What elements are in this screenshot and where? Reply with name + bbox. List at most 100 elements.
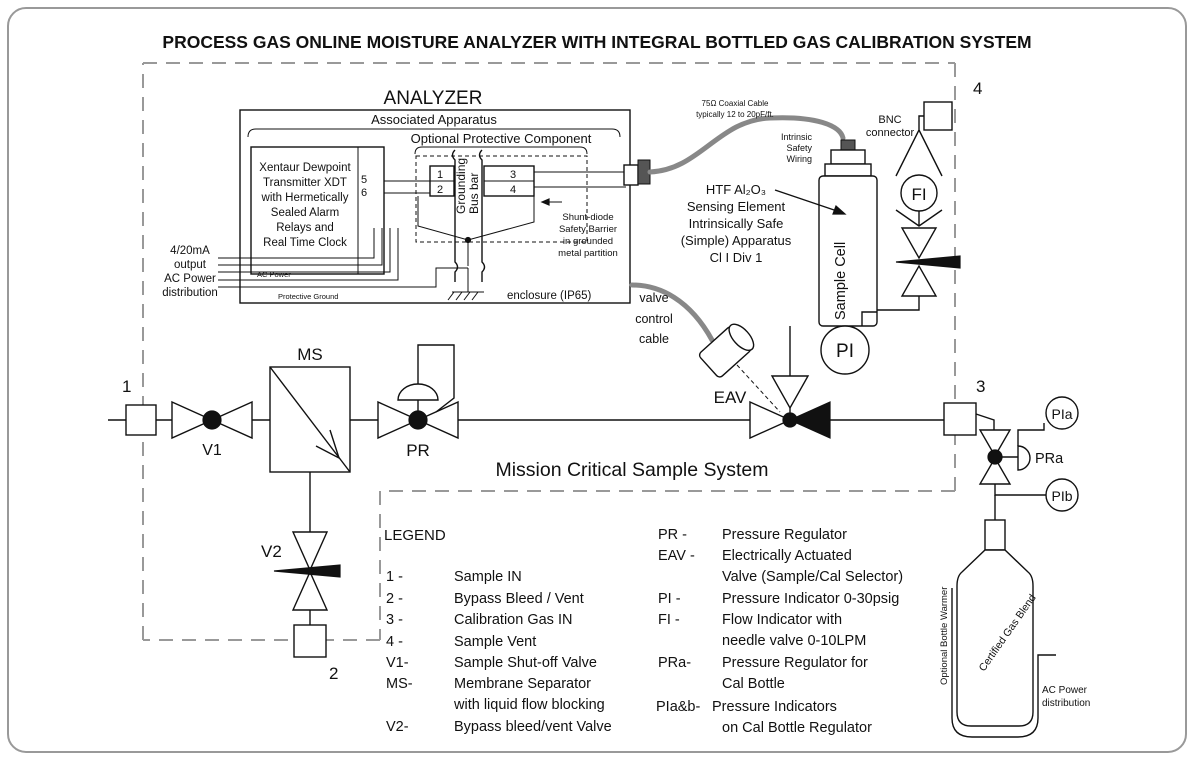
svg-text:distribution: distribution <box>162 287 218 299</box>
eav-valve <box>749 400 792 440</box>
eav-label: EAV <box>714 388 747 407</box>
svg-text:cable: cable <box>639 332 669 346</box>
svg-text:Safety: Safety <box>786 143 812 153</box>
svg-text:Wiring: Wiring <box>786 154 812 164</box>
legend-key: V2- <box>386 719 409 735</box>
output-label: 4/20mA output AC Power distribution <box>162 245 218 299</box>
transmitter-text: Xentaur Dewpoint Transmitter XDT with He… <box>259 162 351 249</box>
diagram-title: PROCESS GAS ONLINE MOISTURE ANALYZER WIT… <box>162 32 1031 52</box>
svg-text:4/20mA: 4/20mA <box>170 245 210 257</box>
svg-text:connector: connector <box>866 127 915 139</box>
grounding-bus-bar <box>451 149 486 282</box>
fi-label: FI <box>911 185 926 204</box>
ground-symbol <box>447 291 484 301</box>
legend-key: 3 - <box>386 612 403 628</box>
coax-cable <box>647 115 846 175</box>
legend-key: 1 - <box>386 569 403 585</box>
pra-label: PRa <box>1035 451 1064 467</box>
svg-text:(Simple) Apparatus: (Simple) Apparatus <box>681 233 792 248</box>
svg-text:Relays and: Relays and <box>276 222 334 234</box>
outer-frame <box>7 7 1187 753</box>
legend-text: Electrically Actuated <box>722 548 852 564</box>
legend-text: Pressure Indicators <box>712 699 837 715</box>
legend-key: FI - <box>658 612 680 628</box>
transmitter-box <box>250 146 385 275</box>
svg-text:Xentaur Dewpoint: Xentaur Dewpoint <box>259 162 351 174</box>
legend-text: Pressure Regulator for <box>722 655 868 671</box>
svg-text:4: 4 <box>510 184 516 196</box>
pia-gauge <box>1045 396 1079 430</box>
svg-text:Safety Barrier: Safety Barrier <box>559 224 617 235</box>
bottle-warmer <box>951 588 1056 738</box>
svg-text:Sensing Element: Sensing Element <box>687 199 786 214</box>
legend-key: 2 - <box>386 591 403 607</box>
bottle-ac-label-2: distribution <box>1042 698 1090 709</box>
legend-text: on Cal Bottle Regulator <box>722 720 872 736</box>
svg-text:Real Time Clock: Real Time Clock <box>263 237 347 249</box>
svg-text:Transmitter XDT: Transmitter XDT <box>263 177 347 189</box>
svg-text:output: output <box>174 259 207 271</box>
legend-text: Bypass Bleed / Vent <box>454 591 584 607</box>
svg-text:HTF Al₂O₃: HTF Al₂O₃ <box>706 182 766 197</box>
mission-critical-label: Mission Critical Sample System <box>495 459 768 481</box>
svg-text:2: 2 <box>437 184 443 196</box>
port-4-label: 4 <box>973 79 982 98</box>
svg-text:with Hermetically: with Hermetically <box>261 192 349 204</box>
bottle-ac-label-1: AC Power <box>1042 685 1088 696</box>
associated-apparatus-brace <box>247 128 621 138</box>
svg-text:Intrinsic: Intrinsic <box>781 132 813 142</box>
analyzer-enclosure <box>239 109 631 304</box>
legend-key: EAV - <box>658 548 695 564</box>
svg-text:Cl I Div 1: Cl I Div 1 <box>710 250 763 265</box>
svg-text:75Ω Coaxial Cable: 75Ω Coaxial Cable <box>702 99 769 108</box>
eav-actuator <box>698 323 755 378</box>
associated-apparatus-label: Associated Apparatus <box>371 112 497 127</box>
svg-text:control: control <box>635 312 673 326</box>
ms-label: MS <box>297 345 323 364</box>
port-4 <box>923 101 953 131</box>
svg-text:valve: valve <box>639 291 668 305</box>
bnc-label: BNC connector <box>866 114 915 139</box>
analyzer-dashed-boundary <box>142 62 956 641</box>
legend-key: V1- <box>386 655 409 671</box>
bus-bar-label-1: Grounding <box>454 158 468 214</box>
pi-label: PI <box>836 341 854 362</box>
intrinsic-safety-label: Intrinsic Safety Wiring <box>781 132 813 164</box>
legend-key: PIa&b- <box>656 699 700 715</box>
pib-gauge <box>1045 478 1079 512</box>
optional-component-brace <box>414 146 588 155</box>
legend-key: 4 - <box>386 634 403 650</box>
pia-label: PIa <box>1051 406 1072 422</box>
legend-text: Cal Bottle <box>722 676 785 692</box>
legend-key: PRa- <box>658 655 691 671</box>
bus-bar-label-2: Bus bar <box>467 173 481 214</box>
legend-right: PR - Pressure Regulator EAV - Electrical… <box>656 527 903 736</box>
svg-text:Sealed Alarm: Sealed Alarm <box>271 207 339 219</box>
svg-text:3: 3 <box>510 169 516 181</box>
bottle-warmer-label: Optional Bottle Warmer <box>939 587 950 685</box>
coax-label: 75Ω Coaxial Cable typically 12 to 20pF/f… <box>696 99 774 119</box>
port-2 <box>293 624 327 658</box>
svg-text:BNC: BNC <box>878 114 901 126</box>
port-3 <box>943 402 977 436</box>
terminal-6: 6 <box>361 187 367 199</box>
legend-left: 1 - Sample IN 2 - Bypass Bleed / Vent 3 … <box>386 569 612 735</box>
gas-bottle <box>956 549 1034 727</box>
svg-text:metal partition: metal partition <box>558 248 618 259</box>
optional-component-label: Optional Protective Component <box>411 131 592 146</box>
pib-label: PIb <box>1051 488 1072 504</box>
legend-key: PI - <box>658 591 681 607</box>
legend-text: Pressure Indicator 0-30psig <box>722 591 899 607</box>
protective-ground-label: Protective Ground <box>278 292 338 301</box>
shunt-diode-label: Shunt-diode Safety Barrier in grounded m… <box>558 212 618 259</box>
legend-text: Calibration Gas IN <box>454 612 572 628</box>
legend-text: Sample Shut-off Valve <box>454 655 597 671</box>
coax-connector <box>623 164 639 186</box>
port-2-label: 2 <box>329 664 338 683</box>
legend-text: needle valve 0-10LPM <box>722 633 866 649</box>
legend-text: Pressure Regulator <box>722 527 847 543</box>
svg-text:typically 12 to 20pF/ft.: typically 12 to 20pF/ft. <box>696 110 774 119</box>
legend-text: Sample Vent <box>454 634 536 650</box>
svg-text:in grounded: in grounded <box>563 236 613 247</box>
